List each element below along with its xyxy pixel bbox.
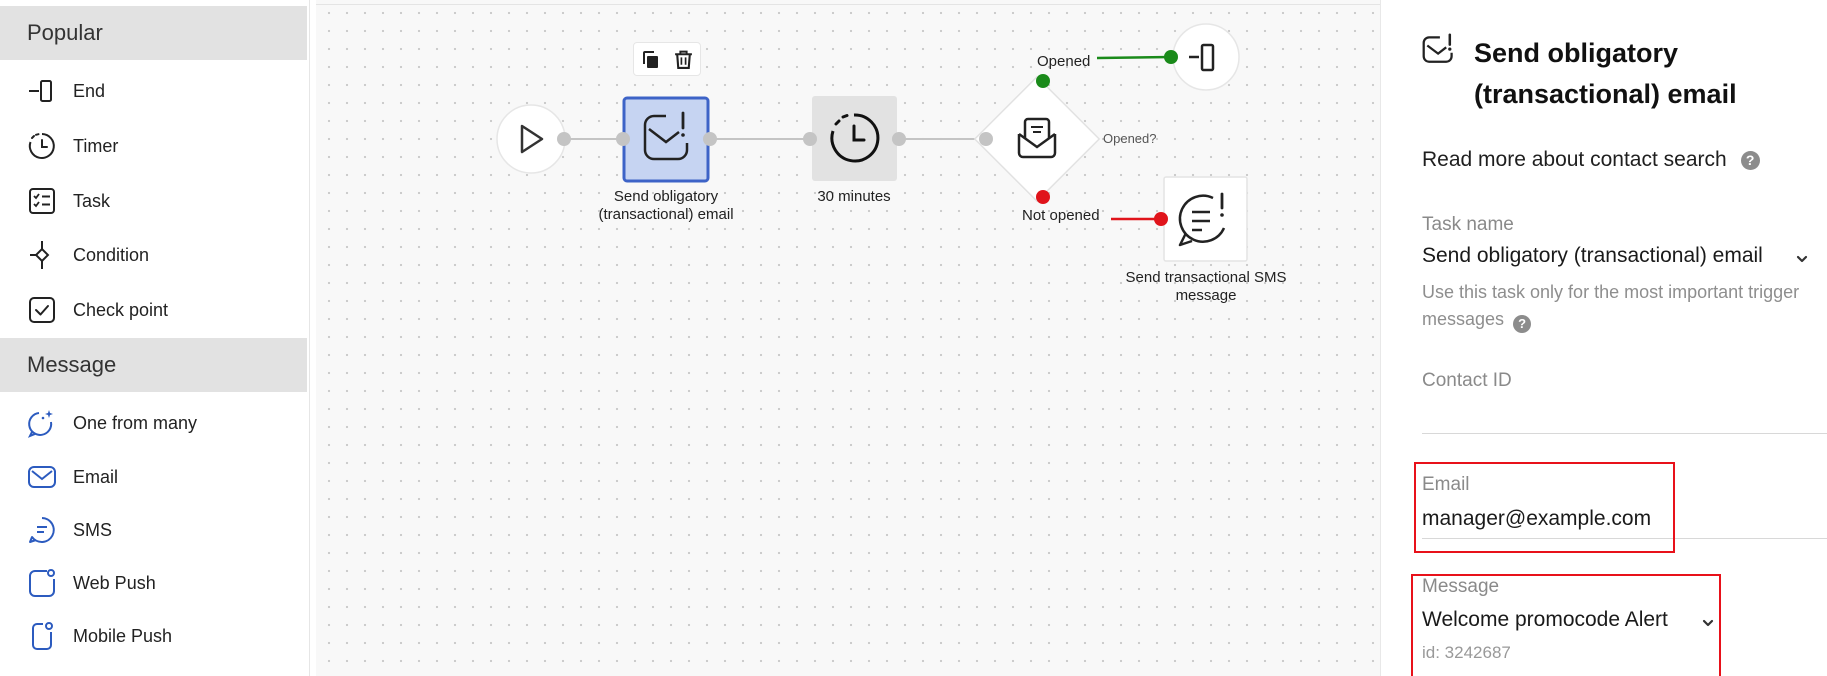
timer-node[interactable]: [812, 96, 897, 181]
palette-item-label: Timer: [73, 135, 119, 156]
sms-icon: [29, 517, 55, 543]
palette-item-end[interactable]: End: [0, 69, 307, 113]
copy-icon[interactable]: [641, 50, 661, 70]
opened-branch-label: Opened: [1037, 53, 1091, 70]
section-header-message: Message: [0, 338, 307, 392]
palette-item-label: One from many: [73, 412, 198, 433]
end-node[interactable]: [1172, 23, 1240, 91]
not-opened-branch-label: Not opened: [1022, 207, 1100, 224]
palette-item-condition[interactable]: Condition: [0, 233, 307, 277]
web-push-icon: [29, 569, 55, 597]
message-field-highlight: [1411, 574, 1721, 676]
palette-item-task[interactable]: Task: [0, 179, 307, 223]
not-opened-port[interactable]: [1036, 190, 1050, 204]
play-icon: [520, 124, 544, 154]
opened-envelope-icon: [1017, 117, 1057, 159]
email-alert-icon: [1422, 33, 1453, 63]
palette-item-label: End: [73, 80, 106, 101]
sms-alert-icon: [1178, 192, 1226, 247]
section-title: Message: [27, 352, 117, 377]
end-icon: [29, 80, 52, 102]
palette-item-timer[interactable]: Timer: [0, 124, 307, 168]
timer-label: 30 minutes: [817, 188, 891, 205]
sms-input-port[interactable]: [1154, 212, 1168, 226]
email-field-highlight: [1414, 462, 1675, 553]
mobile-push-icon: [32, 622, 53, 650]
help-icon[interactable]: ?: [1513, 314, 1532, 333]
palette-item-label: Condition: [73, 244, 150, 265]
chevron-down-icon: [1796, 255, 1808, 263]
help-icon[interactable]: ?: [1740, 150, 1760, 170]
read-more-text: Read more about contact search: [1422, 148, 1727, 171]
input-port[interactable]: [616, 132, 630, 146]
output-port[interactable]: [892, 132, 906, 146]
condition-label: Opened?: [1103, 131, 1157, 146]
message-value: Welcome promocode Alert: [1422, 608, 1668, 631]
start-node[interactable]: [496, 104, 566, 174]
email-alert-icon: [643, 111, 689, 161]
section-header-popular: Popular: [0, 6, 307, 60]
palette-item-label: Email: [73, 466, 119, 487]
one-from-many-icon: [27, 410, 53, 438]
sms-task-node[interactable]: [1163, 176, 1248, 262]
email-task-node[interactable]: [622, 96, 710, 183]
end-input-port[interactable]: [1164, 50, 1178, 64]
email-label: Email: [1422, 474, 1470, 495]
workflow-diagram: [496, 23, 1248, 262]
email-icon: [28, 466, 56, 488]
panel-title: Send obligatory (transactional) email: [1474, 38, 1737, 109]
trash-icon[interactable]: [673, 49, 694, 70]
palette-item-label: Check point: [73, 299, 169, 320]
opened-port[interactable]: [1036, 74, 1050, 88]
section-title: Popular: [27, 20, 103, 45]
sms-task-label: Send transactional SMS message: [1125, 269, 1287, 304]
canvas-border: [316, 4, 1380, 5]
palette-item-label: Task: [73, 190, 111, 211]
palette-item-web-push[interactable]: Web Push: [0, 561, 307, 605]
read-more-link[interactable]: Read more about contact search ?: [1422, 148, 1760, 172]
palette-item-sms[interactable]: SMS: [0, 508, 307, 552]
message-label: Message: [1422, 576, 1500, 597]
palette-item-email[interactable]: Email: [0, 455, 307, 499]
palette-item-label: Web Push: [73, 572, 156, 593]
palette-item-label: Mobile Push: [73, 625, 173, 646]
node-palette-sidebar: Popular End Timer Task Co: [0, 0, 310, 676]
workflow-canvas[interactable]: Send obligatory (transactional) email 30…: [316, 0, 1380, 676]
task-name-hint: Use this task only for the most importan…: [1422, 279, 1827, 333]
hint-text: Use this task only for the most importan…: [1422, 282, 1800, 329]
task-name-select[interactable]: Send obligatory (transactional) email: [1422, 244, 1822, 274]
palette-item-mobile-push[interactable]: Mobile Push: [0, 614, 307, 658]
task-settings-panel: Send obligatory (transactional) email Re…: [1380, 0, 1827, 676]
input-port[interactable]: [803, 132, 817, 146]
email-task-label: Send obligatory (transactional) email: [598, 188, 734, 223]
output-port[interactable]: [557, 132, 571, 146]
chevron-down-icon: [1702, 619, 1714, 627]
palette-item-label: SMS: [73, 519, 113, 540]
message-select[interactable]: Welcome promocode Alert: [1422, 608, 1722, 638]
contact-id-label: Contact ID: [1422, 370, 1512, 391]
timer-icon: [830, 113, 880, 163]
task-icon: [29, 188, 55, 214]
palette-item-check-point[interactable]: Check point: [0, 288, 307, 332]
task-name-value: Send obligatory (transactional) email: [1422, 244, 1763, 267]
email-value[interactable]: manager@example.com: [1422, 507, 1652, 530]
email-underline: [1422, 538, 1827, 539]
palette-item-one-from-many[interactable]: One from many: [0, 401, 307, 445]
check-point-icon: [29, 297, 55, 323]
connector-opened-branch: [1096, 55, 1172, 60]
input-port[interactable]: [979, 132, 993, 146]
message-id: id: 3242687: [1422, 643, 1511, 662]
condition-node[interactable]: [973, 75, 1101, 203]
condition-icon: [30, 241, 50, 269]
output-port[interactable]: [703, 132, 717, 146]
end-icon: [1189, 43, 1215, 72]
node-toolbar: [633, 42, 701, 76]
task-name-label: Task name: [1422, 214, 1514, 235]
contact-id-input[interactable]: [1422, 398, 1827, 434]
timer-icon: [28, 133, 55, 159]
